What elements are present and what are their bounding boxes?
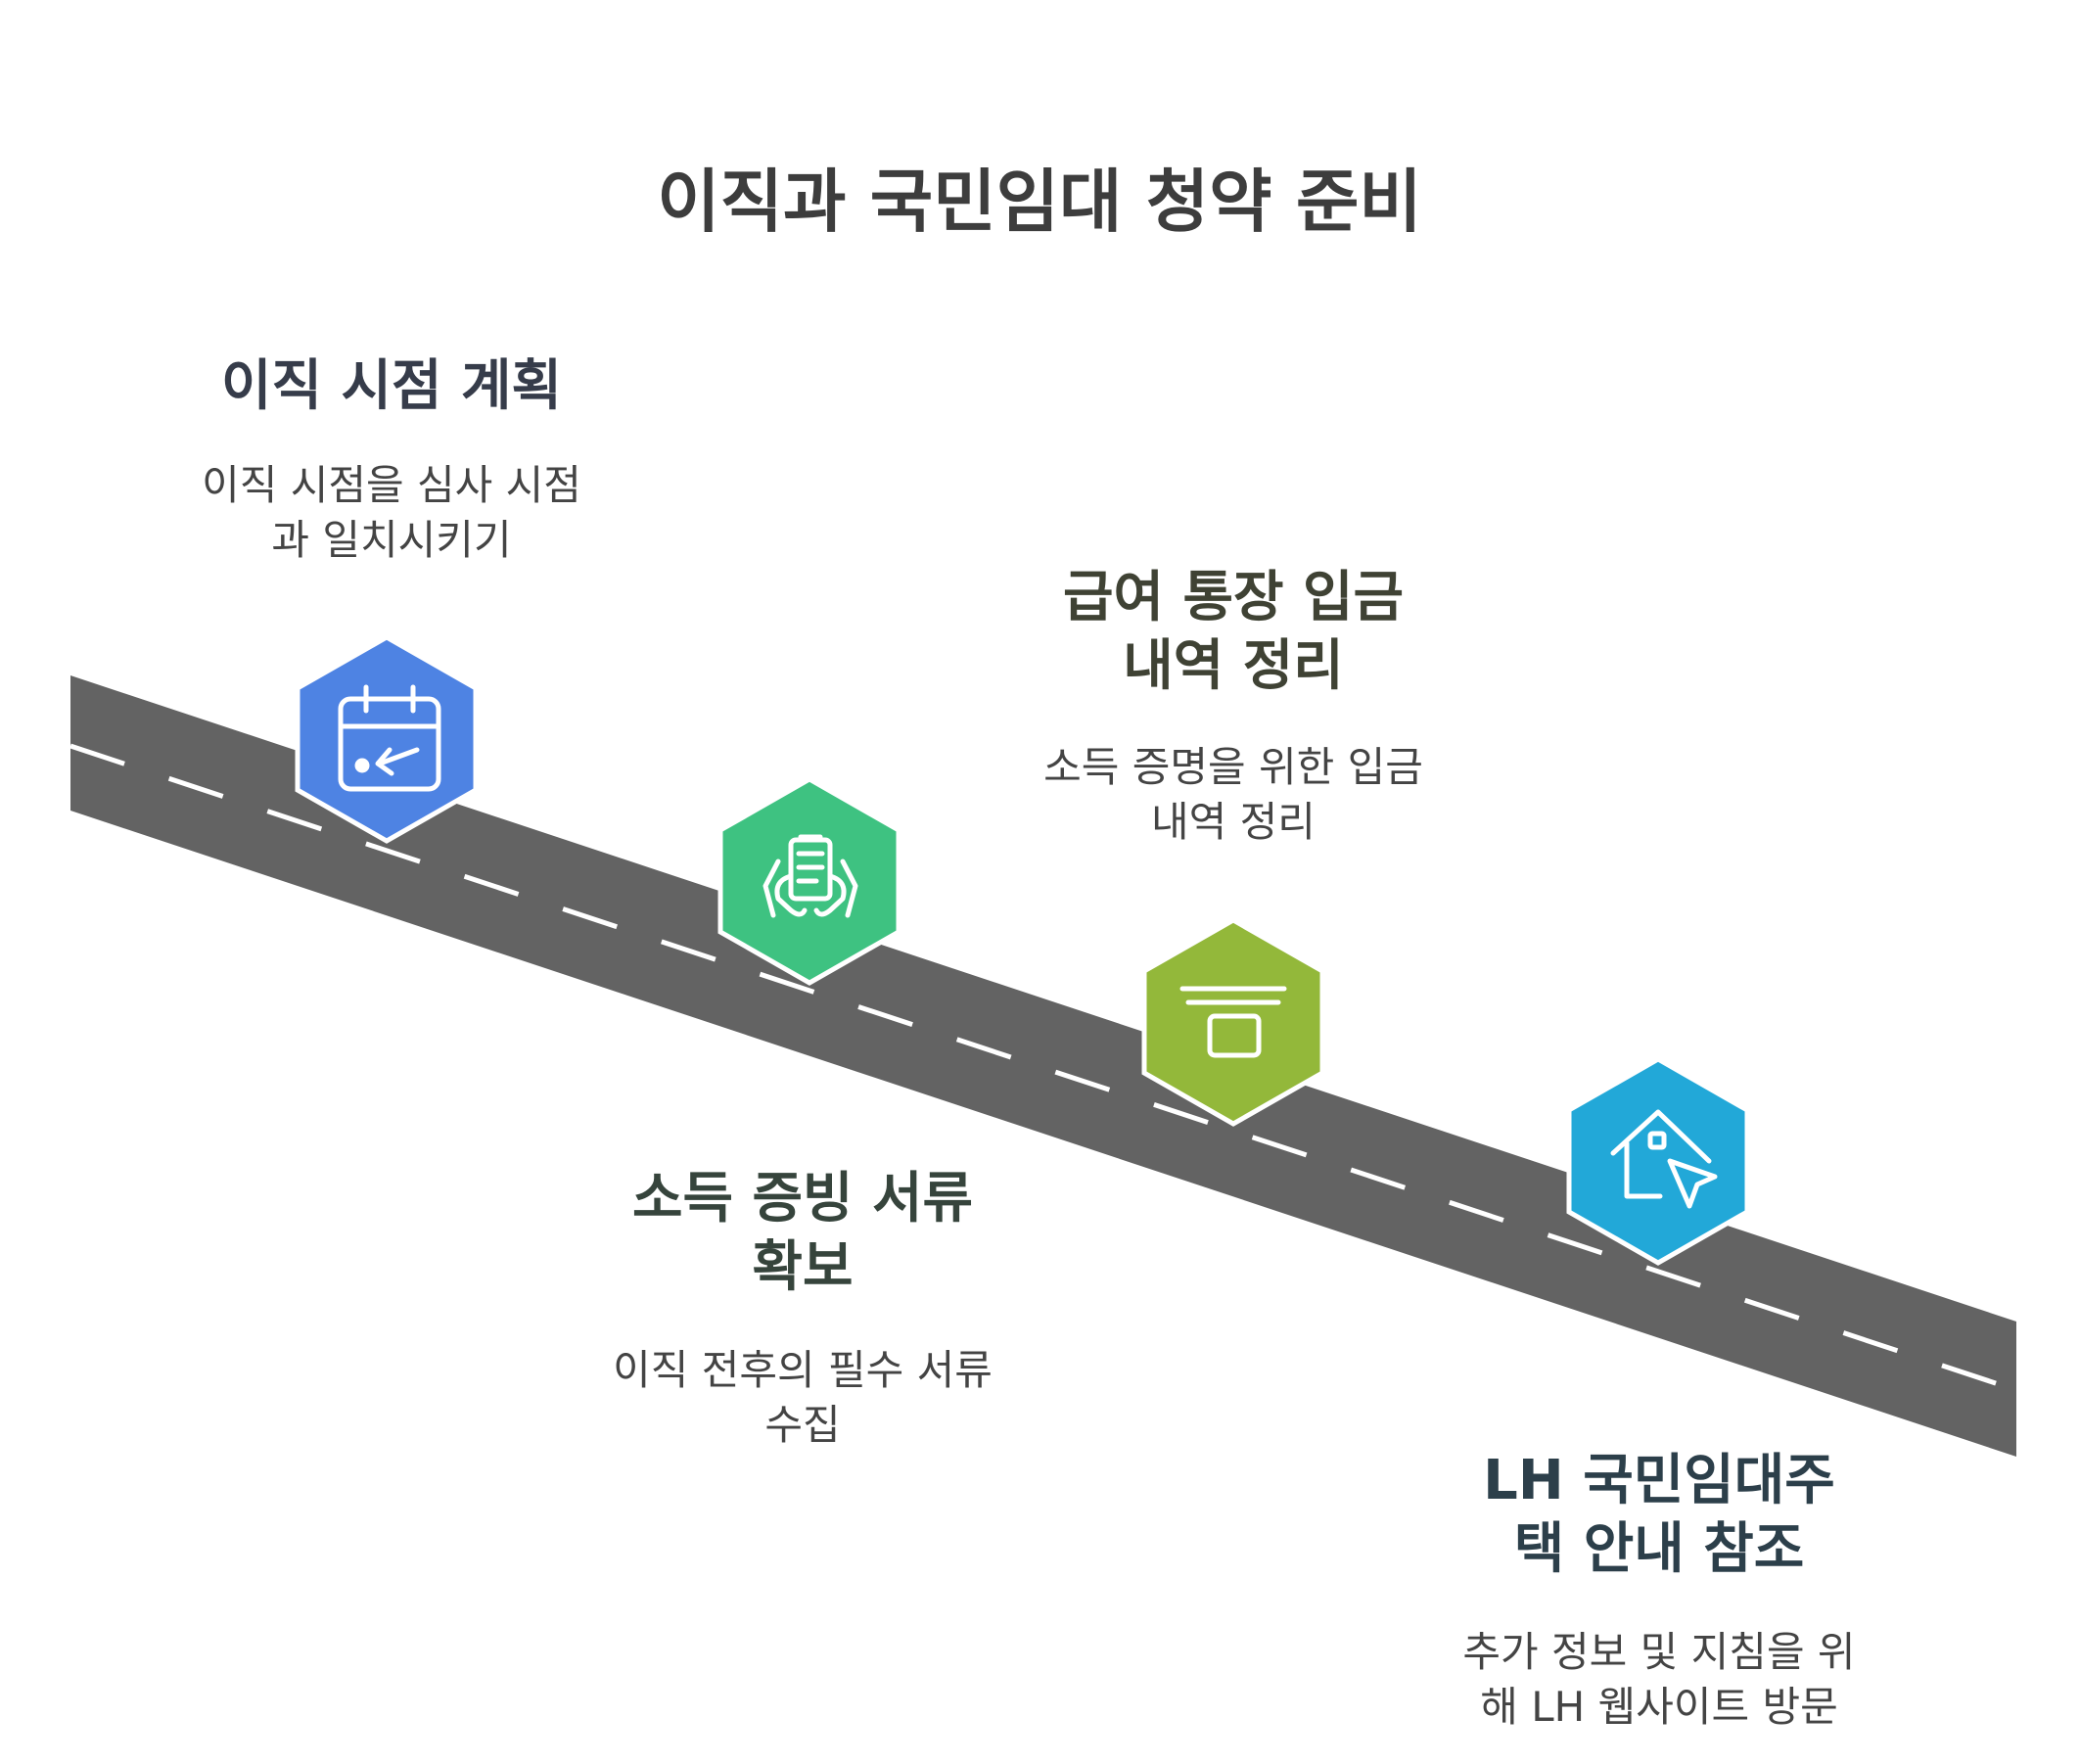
- step-4-marker: [1566, 1056, 1750, 1266]
- step-3-title-line: 내역 정리: [1123, 634, 1344, 698]
- step-4-title-line: LH 국민임대주: [1483, 1449, 1835, 1512]
- step-2-marker: [717, 776, 901, 986]
- diagram-title: 이직과 국민임대 청약 준비: [657, 162, 1422, 242]
- step-3-title-line: 급여 통장 입금: [1062, 566, 1405, 629]
- step-1-description: 이직 시점을 심사 시점 과 일치시키기: [157, 458, 626, 568]
- step-2-title-line: 소득 증빙 서류: [631, 1167, 974, 1230]
- step-1-title: 이직 시점 계획: [157, 352, 626, 421]
- step-3-description: 소득 증명을 위한 입금 내역 정리: [998, 740, 1468, 850]
- calendar-icon: [338, 684, 441, 792]
- step-4-description: 추가 정보 및 지침을 위 해 LH 웹사이트 방문: [1424, 1625, 1894, 1735]
- step-1-desc-line: 이직 시점을 심사 시점: [202, 461, 581, 509]
- step-4-title: LH 국민임대주 택 안내 참조: [1424, 1447, 1894, 1584]
- road: [70, 675, 2016, 1457]
- step-4-title-line: 택 안내 참조: [1513, 1517, 1805, 1581]
- step-1-desc-line: 과 일치시키기: [271, 516, 512, 564]
- step-4-hexagon: [1566, 1056, 1750, 1266]
- step-2-title-line: 확보: [752, 1235, 854, 1299]
- step-3-desc-line: 소득 증명을 위한 입금: [1043, 743, 1423, 791]
- step-1-marker: [295, 634, 479, 844]
- archive-box-icon: [1179, 986, 1287, 1058]
- document-in-hands-icon: [762, 834, 858, 918]
- step-3-title: 급여 통장 입금 내역 정리: [998, 564, 1468, 701]
- step-2-title: 소득 증빙 서류 확보: [568, 1165, 1038, 1302]
- step-2-desc-line: 이직 전후의 필수 서류: [613, 1346, 993, 1394]
- step-4-desc-line: 해 LH 웹사이트 방문: [1480, 1683, 1838, 1731]
- step-3-marker: [1141, 917, 1325, 1127]
- step-2-desc-line: 수집: [764, 1401, 841, 1449]
- step-2-description: 이직 전후의 필수 서류 수집: [568, 1343, 1038, 1453]
- step-4-desc-line: 추가 정보 및 지침을 위: [1462, 1628, 1856, 1676]
- step-3-desc-line: 내역 정리: [1151, 798, 1316, 846]
- road-center-dashes: [69, 743, 2017, 1393]
- house-cursor-icon: [1610, 1109, 1718, 1209]
- step-3-hexagon: [1141, 917, 1325, 1127]
- step-1-title-line: 이직 시점 계획: [220, 354, 563, 418]
